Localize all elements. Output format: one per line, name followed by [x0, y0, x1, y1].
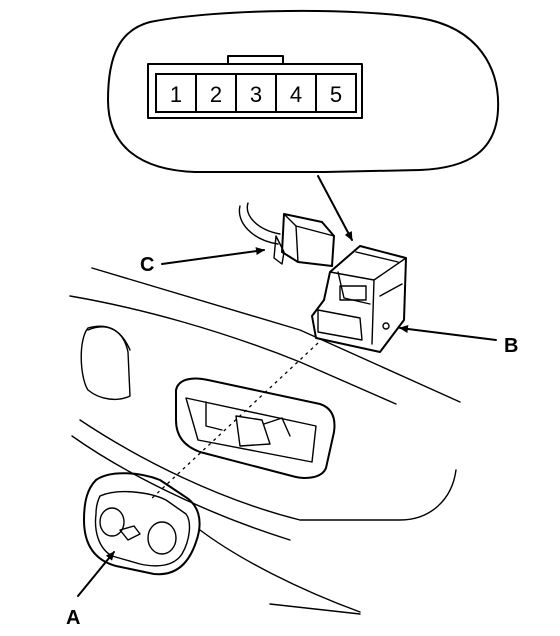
- connector-lock-tab: [227, 55, 284, 65]
- callout-b-arrow: [399, 325, 497, 341]
- install-guide-line: [149, 342, 319, 501]
- connector-pin-cells: 1 2 3 4 5: [155, 73, 357, 113]
- harness-connector-c: [238, 202, 335, 267]
- connector-face-bubble: 1 2 3 4 5: [107, 9, 500, 173]
- pin-number-label: 2: [210, 82, 222, 107]
- bubble-pointer-arrow: [317, 175, 353, 241]
- callout-c-arrow: [161, 247, 265, 265]
- callout-label-b: B: [504, 335, 518, 357]
- pin-number-label: 4: [290, 82, 302, 107]
- pin-cell: [315, 73, 357, 113]
- callout-a-arrow: [77, 551, 115, 597]
- pin-number-label: 3: [250, 82, 262, 107]
- trim-panel: [69, 267, 461, 615]
- callout-label-a: A: [66, 607, 80, 629]
- connector-housing: [147, 63, 363, 119]
- pin-number-label: 1: [170, 82, 182, 107]
- pin-number-label: 5: [330, 82, 342, 107]
- callout-label-c: C: [140, 254, 154, 276]
- bezel-a: [83, 472, 201, 576]
- switch-b: [311, 245, 407, 353]
